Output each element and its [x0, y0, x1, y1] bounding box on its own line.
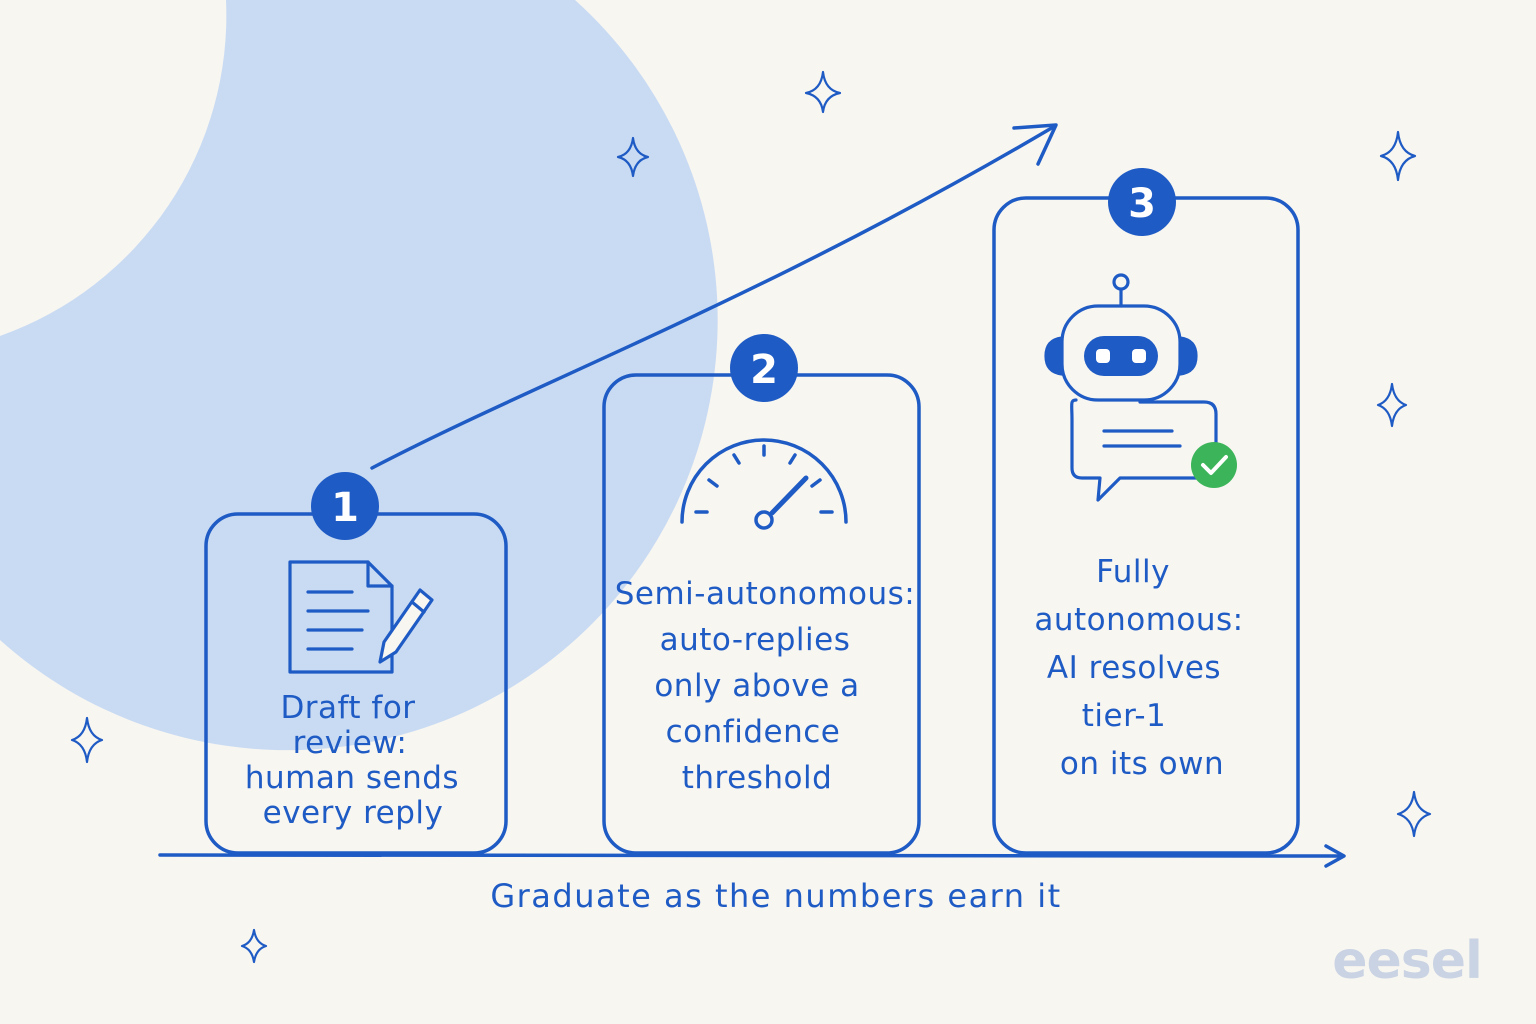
step-1-line: Draft for: [280, 690, 415, 726]
step-2-line: confidence: [666, 714, 841, 750]
step-1-line: review:: [293, 725, 408, 761]
baseline-axis: [158, 844, 1346, 868]
step-2-text: Semi-autonomous: auto-replies only above…: [615, 576, 916, 796]
sparkle-icon: [616, 136, 650, 178]
sparkle-icon: [804, 70, 842, 114]
gauge-icon: [680, 438, 848, 530]
sparkle-icon: [70, 716, 104, 764]
step-3-line: on its own: [1060, 746, 1224, 782]
growth-arrow: [370, 123, 1058, 470]
step-2-line: threshold: [682, 760, 833, 796]
step-3-line: AI resolves: [1047, 650, 1221, 686]
step-2-line: only above a: [654, 668, 859, 704]
step-2-line: auto-replies: [660, 622, 851, 658]
svg-text:3: 3: [1128, 181, 1156, 227]
step-3-line: Fully: [1096, 554, 1170, 590]
step-3-text: Fully autonomous: AI resolves tier-1 on …: [1034, 554, 1243, 782]
step-3-line: tier-1: [1082, 698, 1167, 734]
step-2-line: Semi-autonomous:: [615, 576, 916, 612]
step-1-badge: 1: [311, 472, 379, 540]
sparkle-icon: [1396, 790, 1432, 838]
step-3-line: autonomous:: [1034, 602, 1243, 638]
document-pen-icon: [288, 560, 434, 674]
step-3-badge: 3: [1108, 168, 1176, 236]
step-1-line: every reply: [263, 795, 444, 831]
sparkle-icon: [1376, 382, 1408, 428]
sparkle-icon: [1379, 130, 1417, 182]
sparkle-icon: [240, 928, 268, 964]
background-ring: [0, 0, 718, 751]
step-1-text: Draft for review: human sends every repl…: [245, 690, 459, 831]
robot-chat-check-icon: [1044, 273, 1237, 502]
step-2-badge: 2: [730, 334, 798, 402]
svg-text:1: 1: [331, 485, 359, 531]
brand-logo: eesel: [1332, 931, 1482, 991]
svg-text:2: 2: [750, 347, 778, 393]
caption: Graduate as the numbers earn it: [490, 877, 1061, 915]
step-1-line: human sends: [245, 760, 459, 796]
